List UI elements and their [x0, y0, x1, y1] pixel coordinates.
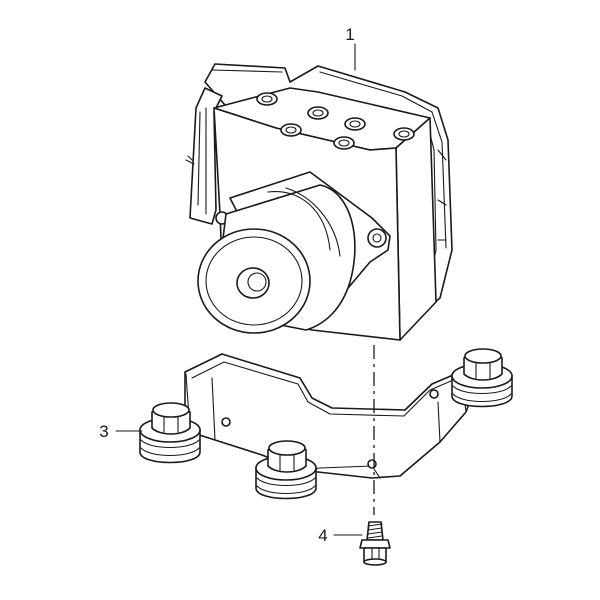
abs-hydraulic-unit [185, 63, 453, 341]
mounting-bracket [184, 353, 479, 479]
callout-label-4: 4 [318, 526, 327, 545]
mounting-bolt [359, 521, 391, 566]
callout-label-3: 3 [99, 422, 108, 441]
callout-3: 3 [99, 422, 143, 441]
port-holes [256, 92, 415, 150]
rubber-mount-center [255, 440, 317, 500]
rubber-mount-right [451, 348, 513, 408]
rubber-mount-left [139, 402, 201, 464]
callout-4: 4 [318, 526, 363, 545]
callout-1: 1 [345, 25, 356, 71]
pump-motor [197, 184, 356, 334]
callout-label-1: 1 [345, 25, 354, 44]
